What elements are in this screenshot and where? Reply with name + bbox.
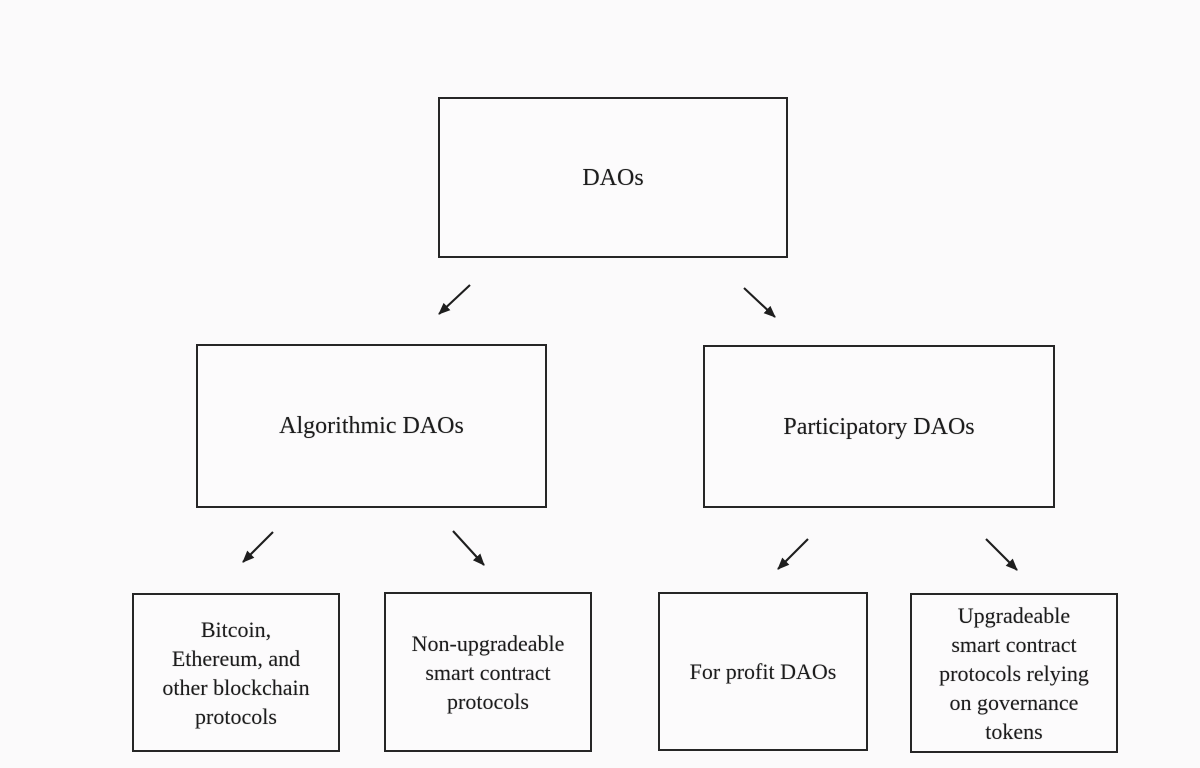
node-upgradeable-protocols-label: Upgradeable smart contract protocols rel… [939, 602, 1089, 744]
arrow-algorithmic-to-nonupgrade-icon [452, 530, 485, 566]
arrow-daos-to-algorithmic-icon [438, 284, 471, 315]
arrow-participatory-to-forprofit-icon [777, 538, 809, 570]
node-daos-label: DAOs [582, 164, 644, 191]
arrow-participatory-to-upgradeable-icon [985, 538, 1018, 571]
node-algorithmic-daos: Algorithmic DAOs [196, 344, 547, 508]
node-algorithmic-daos-label: Algorithmic DAOs [279, 413, 464, 439]
node-daos: DAOs [438, 97, 788, 258]
node-participatory-daos: Participatory DAOs [703, 345, 1055, 508]
arrow-algorithmic-to-bitcoin-icon [242, 531, 274, 563]
node-non-upgradeable-protocols: Non-upgradeable smart contract protocols [384, 592, 592, 752]
node-bitcoin-ethereum-protocols: Bitcoin, Ethereum, and other blockchain … [132, 593, 340, 752]
node-for-profit-daos-label: For profit DAOs [689, 659, 837, 684]
node-bitcoin-ethereum-protocols-label: Bitcoin, Ethereum, and other blockchain … [162, 616, 310, 729]
arrow-daos-to-participatory-icon [743, 287, 776, 318]
node-participatory-daos-label: Participatory DAOs [783, 413, 975, 440]
node-for-profit-daos: For profit DAOs [658, 592, 868, 751]
node-non-upgradeable-protocols-label: Non-upgradeable smart contract protocols [411, 630, 565, 714]
node-upgradeable-protocols: Upgradeable smart contract protocols rel… [910, 593, 1118, 753]
